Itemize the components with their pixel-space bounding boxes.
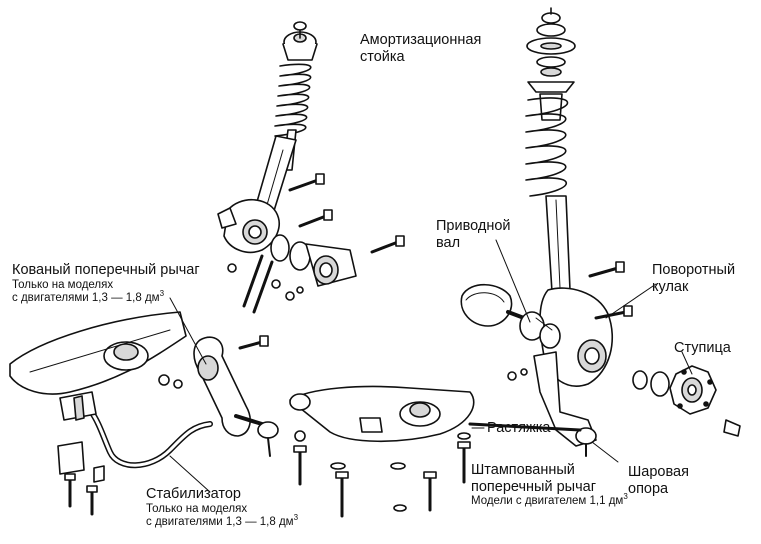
label-knuckle-line2: кулак: [652, 278, 689, 295]
label-forged-arm: Кованый поперечный рычаг Только на модел…: [12, 262, 200, 305]
label-drive-shaft-line2: вал: [436, 234, 461, 251]
label-ball-joint: Шаровая опора: [628, 464, 689, 497]
label-knuckle-line1: Поворотный: [652, 262, 736, 278]
label-strut: Амортизационная стойка: [360, 32, 481, 65]
right-coil-spring: [525, 97, 569, 197]
label-hub: Ступица: [674, 340, 731, 357]
label-strut-line2: стойка: [360, 48, 405, 65]
label-stabilizer-note2: с двигателями 1,3 — 1,8 дм: [146, 515, 294, 528]
label-drive-shaft-line1: Приводной: [436, 218, 511, 234]
label-stamped-arm: Штампованный поперечный рычаг Модели с д…: [471, 462, 628, 509]
left-strut-assembly: [217, 21, 405, 314]
leader-lines: [169, 239, 693, 493]
left-coil-spring: [274, 63, 312, 137]
stamped-arm-assembly: [289, 385, 582, 518]
label-forged-arm-note2: с двигателями 1,3 — 1,8 дм: [12, 291, 160, 304]
label-stabilizer: Стабилизатор Только на моделях с двигате…: [146, 486, 298, 529]
label-stabilizer-note1: Только на моделях: [146, 502, 248, 515]
label-knuckle: Поворотный кулак: [652, 262, 735, 295]
label-hub-text: Ступица: [674, 340, 731, 356]
label-ball-joint-line1: Шаровая: [628, 464, 689, 480]
stabilizer-bar: [57, 391, 213, 516]
label-tie-rod-text: Растяжка: [487, 420, 551, 436]
label-ball-joint-line2: опора: [628, 480, 669, 497]
label-forged-arm-note1: Только на моделях: [12, 278, 114, 291]
label-stabilizer-title: Стабилизатор: [146, 486, 241, 502]
label-forged-arm-title: Кованый поперечный рычаг: [12, 262, 200, 278]
label-stamped-arm-note: Модели с двигателем 1,1 дм: [471, 495, 624, 508]
label-strut-line1: Амортизационная: [360, 32, 482, 48]
hub-part: [669, 365, 717, 415]
label-stamped-arm-line2: поперечный рычаг: [471, 478, 596, 495]
label-stamped-arm-sup: 3: [623, 492, 628, 502]
label-forged-arm-sup: 3: [159, 288, 165, 298]
forged-arm-assembly: [9, 311, 306, 457]
label-stamped-arm-line1: Штампованный: [471, 462, 575, 478]
label-stabilizer-sup: 3: [293, 512, 299, 522]
label-drive-shaft: Приводной вал: [436, 218, 511, 251]
label-tie-rod: Растяжка: [487, 420, 550, 437]
